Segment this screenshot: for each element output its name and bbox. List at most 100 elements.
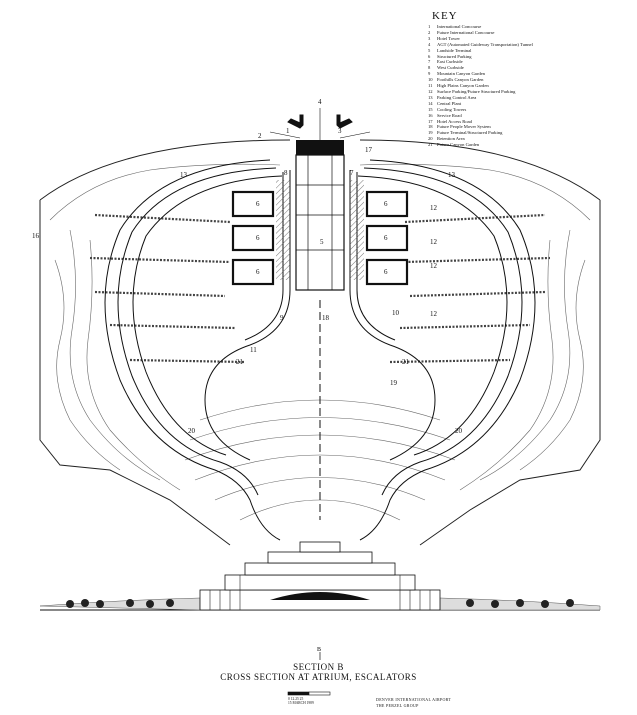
- key-item-label: Mountain Canyon Garden: [437, 71, 485, 77]
- label-service: 16: [32, 232, 40, 240]
- cross-section-elevation: [39, 541, 601, 611]
- label-garden-right: 21: [402, 358, 410, 366]
- key-item-number: 12: [428, 88, 433, 94]
- label-parking-right-1: 6: [384, 200, 388, 208]
- scale-bar: [287, 691, 331, 696]
- key-item-label: Structured Parking: [437, 53, 472, 59]
- key-item: 18 Future People Mover System: [428, 124, 628, 130]
- key-item-label: Future International Concourse: [437, 29, 495, 35]
- key-item: 6 Structured Parking: [428, 54, 628, 60]
- key-item: 20 Retention Area: [428, 136, 628, 142]
- key-item-number: 10: [428, 77, 433, 83]
- label-surface-2: 12: [430, 238, 438, 246]
- key-item-number: 7: [428, 59, 431, 65]
- key-item-number: 6: [428, 53, 431, 59]
- key-item-number: 16: [428, 112, 433, 118]
- key-item: 12 Surface Parking/Future Structured Park…: [428, 89, 628, 95]
- key-item-number: 13: [428, 94, 433, 100]
- key-item: 16 Service Road: [428, 113, 628, 119]
- key-item-label: International Concourse: [437, 24, 482, 29]
- aircraft-icons: [269, 108, 371, 140]
- key-item: 2 Future International Concourse: [428, 30, 628, 36]
- key-item-number: 20: [428, 136, 433, 142]
- label-terminal: 5: [320, 238, 324, 246]
- key-item-number: 1: [428, 24, 431, 29]
- legend-key: KEY 1 International Concourse 2 Future Inte…: [428, 10, 628, 148]
- label-mountain: 9: [280, 314, 284, 322]
- key-item-label: Cooling Towers: [437, 106, 467, 112]
- key-item-label: Central Plant: [437, 100, 462, 106]
- key-item-number: 21: [428, 142, 433, 148]
- key-item-label: AGT (Automated Guideway Transportation) …: [437, 41, 533, 47]
- label-east-curb: 7: [350, 169, 354, 177]
- roadway-loops: [104, 159, 536, 541]
- key-item: 9 Mountain Canyon Garden: [428, 71, 628, 77]
- key-item-label: Retention Area: [437, 136, 465, 142]
- label-future-intl: 2: [258, 132, 262, 140]
- label-parking-right-3: 6: [384, 268, 388, 276]
- label-surface-4: 12: [430, 310, 438, 318]
- key-item-number: 15: [428, 106, 433, 112]
- key-item-number: 2: [428, 29, 431, 35]
- key-item-number: 3: [428, 35, 431, 41]
- key-item-label: East Curbside: [437, 59, 463, 65]
- key-item-number: 14: [428, 100, 433, 106]
- label-parking-left-1: 6: [256, 200, 260, 208]
- key-item-number: 8: [428, 65, 431, 71]
- terrace-bands: [89, 213, 551, 364]
- hatched-garden-right: [350, 180, 364, 280]
- scale-date-block: 0 12.25 25 15 MARCH 1989: [288, 697, 314, 705]
- key-item: 19 Future Terminal/Structured Parking: [428, 130, 628, 136]
- key-item-number: 18: [428, 124, 433, 130]
- label-retention-right: 20: [455, 427, 463, 435]
- label-control-right: 13: [448, 171, 456, 179]
- label-agt: 4: [318, 98, 322, 106]
- hatched-garden-left: [276, 180, 290, 280]
- label-garden-left: 21: [236, 358, 244, 366]
- key-item-label: Hotel Tower: [437, 35, 460, 41]
- label-hotel-access: 17: [365, 146, 373, 154]
- label-parking-left-2: 6: [256, 234, 260, 242]
- label-hotel: 3: [338, 127, 342, 135]
- section-marker-label: B: [317, 647, 321, 653]
- label-surface-3: 12: [430, 262, 438, 270]
- label-surface-1: 12: [430, 204, 438, 212]
- key-item-label: Landside Terminal: [437, 47, 472, 53]
- site-boundary: [39, 139, 601, 546]
- key-item-label: Future Terminal/Structured Parking: [437, 130, 503, 136]
- key-item: 14 Central Plant: [428, 101, 628, 107]
- landside-terminal: [295, 140, 345, 291]
- drawing-date: 15 MARCH 1989: [288, 701, 314, 705]
- label-people-mover: 18: [322, 314, 330, 322]
- key-list: 1 International Concourse 2 Future Internat…: [428, 24, 628, 148]
- key-item-number: 19: [428, 130, 433, 136]
- key-item-label: Service Road: [437, 112, 462, 118]
- key-item: 1 International Concourse: [428, 24, 628, 30]
- key-item-number: 9: [428, 71, 431, 77]
- key-item-label: Foothills Canyon Garden: [437, 77, 484, 83]
- key-item-label: Hotel Access Road: [437, 118, 472, 124]
- section-subtitle: CROSS SECTION AT ATRIUM, ESCALATORS: [220, 672, 417, 682]
- key-item-number: 11: [428, 83, 433, 89]
- key-item-label: West Curbside: [437, 65, 464, 71]
- key-item-label: Surface Parking/Future Structured Parkin…: [437, 88, 516, 94]
- label-foothills: 10: [392, 309, 400, 317]
- structured-parking: [231, 190, 409, 286]
- label-high-plains: 11: [250, 346, 257, 354]
- key-item-number: 4: [428, 41, 431, 47]
- label-west-curb: 8: [284, 169, 288, 177]
- key-title: KEY: [432, 10, 458, 22]
- label-intl: 1: [286, 127, 290, 135]
- label-parking-right-2: 6: [384, 234, 388, 242]
- key-item: 3 Hotel Tower: [428, 36, 628, 42]
- project-name: DENVER INTERNATIONAL AIRPORT: [376, 697, 452, 702]
- key-item: 15 Cooling Towers: [428, 107, 628, 113]
- scale-label: 0 12.25 25: [288, 697, 304, 701]
- label-future-terminal: 19: [390, 379, 398, 387]
- key-item-label: Future People Mover System: [437, 124, 491, 130]
